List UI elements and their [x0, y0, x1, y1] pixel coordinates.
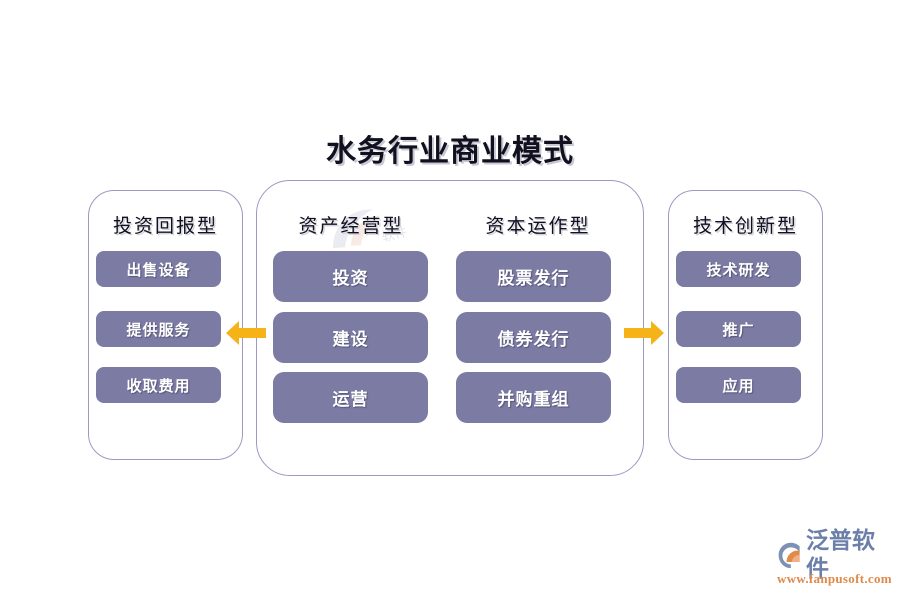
list-item[interactable]: 债券发行: [456, 312, 611, 363]
brand-logo-row: 泛普软件: [776, 528, 896, 582]
list-item[interactable]: 建设: [273, 312, 428, 363]
list-item[interactable]: 技术研发: [676, 251, 801, 287]
arrow-left-icon: [226, 321, 266, 345]
panel-middle-col1-header: 资产经营型: [298, 215, 404, 237]
fanpu-logo-icon: [778, 542, 800, 569]
list-item[interactable]: 股票发行: [456, 251, 611, 302]
panel-left-header: 投资回报型: [112, 215, 218, 237]
panel-middle-col2-header: 资本运作型: [485, 215, 591, 237]
brand-url: www.fanpusoft.com: [777, 571, 892, 586]
brand-name: 泛普软件: [806, 528, 875, 582]
page-title: 水务行业商业模式: [326, 134, 574, 169]
list-item[interactable]: 并购重组: [456, 372, 611, 423]
list-item[interactable]: 收取费用: [96, 367, 221, 403]
list-item[interactable]: 投资: [273, 251, 428, 302]
list-item[interactable]: 运营: [273, 372, 428, 423]
arrow-right-icon: [624, 321, 664, 345]
list-item[interactable]: 提供服务: [96, 311, 221, 347]
list-item[interactable]: 推广: [676, 311, 801, 347]
panel-right-header: 技术创新型: [692, 215, 798, 237]
brand-logo: 泛普软件 www.fanpusoft.com: [776, 528, 896, 590]
list-item[interactable]: 应用: [676, 367, 801, 403]
list-item[interactable]: 出售设备: [96, 251, 221, 287]
